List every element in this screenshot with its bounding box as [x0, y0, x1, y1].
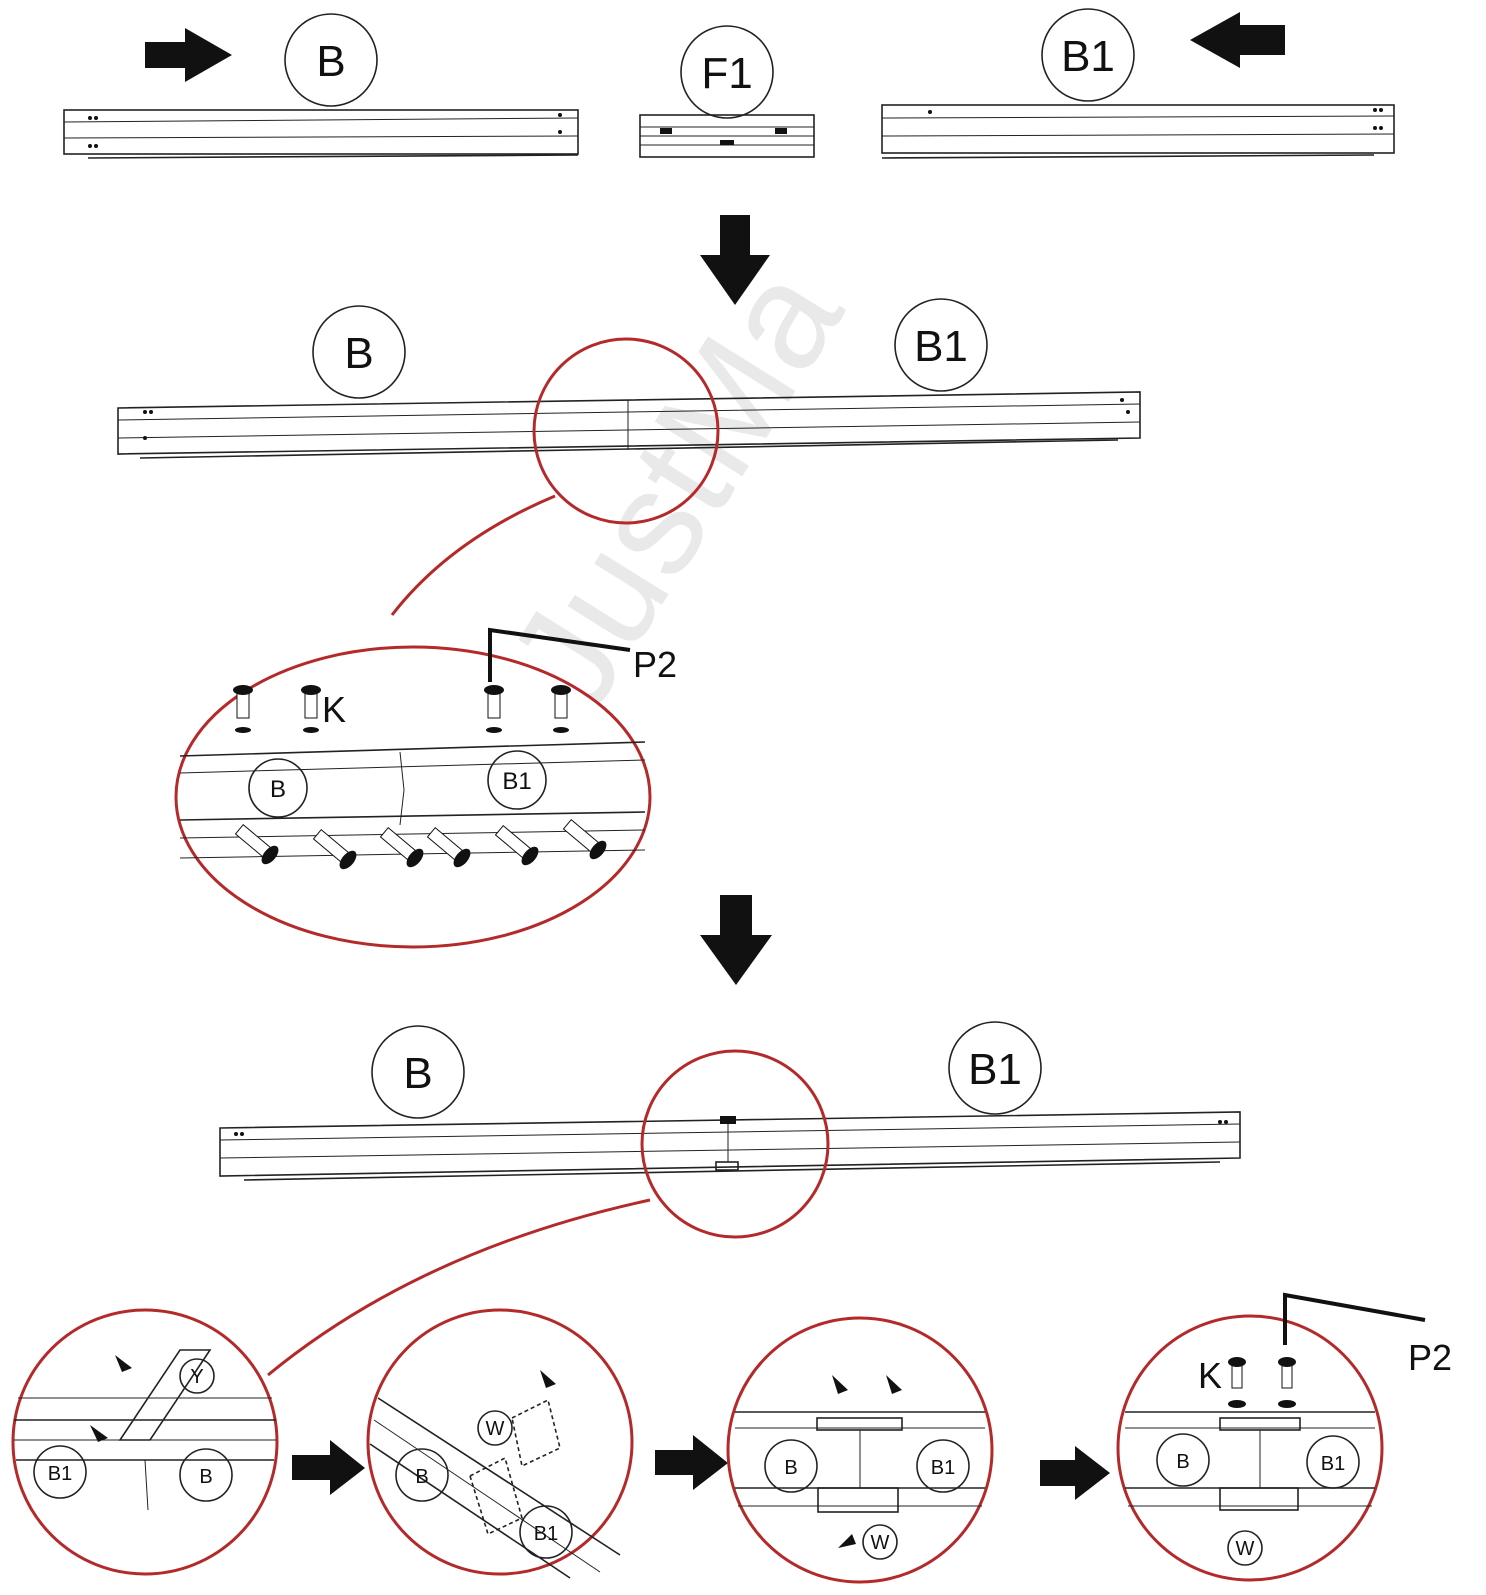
screw-icon [484, 685, 504, 733]
part-label-b1-detail: B1 [502, 768, 531, 795]
arrow-left-icon [1190, 12, 1285, 68]
screw-icon [551, 685, 571, 733]
label-circle-b-3 [371, 1025, 465, 1119]
label-circle-b-2 [312, 305, 406, 399]
screw-icon [234, 823, 279, 865]
detail-screws: P2 K B B1 [174, 627, 677, 949]
part-b1-rail [881, 104, 1395, 159]
small-arrow-icon [838, 1534, 856, 1548]
part-label-b-3: B [403, 1049, 432, 1098]
small-arrow-icon [115, 1355, 132, 1372]
arrow-right-icon [145, 28, 232, 82]
part-label-b1-c: B1 [931, 1457, 955, 1479]
arrow-down-icon [700, 215, 770, 305]
arrow-right-icon [292, 1440, 365, 1495]
step-1: B F1 B1 [63, 8, 1395, 159]
screw-icon [301, 685, 321, 733]
allen-key-icon [488, 627, 631, 682]
part-label-b-d: B [1176, 1451, 1189, 1473]
joined-rail-bracket [219, 1111, 1241, 1181]
part-label-b-b: B [415, 1466, 428, 1488]
part-label-w-b: W [486, 1418, 505, 1440]
part-label-b-a: B [199, 1466, 212, 1488]
part-label-b-2: B [344, 329, 373, 378]
part-label-b: B [316, 37, 345, 86]
part-label-b1-2: B1 [914, 322, 968, 371]
detail-leader-2 [267, 1198, 651, 1377]
tool-label-p2-d: P2 [1408, 1337, 1452, 1378]
label-circle-b-detail [248, 758, 308, 818]
label-circle-f1 [680, 25, 774, 119]
arrow-right-icon [1040, 1446, 1110, 1500]
arrow-right-icon [655, 1435, 728, 1490]
screw-icon [1278, 1357, 1296, 1408]
joined-rail [117, 391, 1141, 459]
screw-icon [426, 826, 471, 868]
washer-icon [1278, 1400, 1296, 1408]
part-label-b1-3: B1 [968, 1045, 1022, 1094]
allen-key-icon [1283, 1292, 1426, 1345]
label-circle-b1-top [1041, 8, 1135, 102]
hardware-label-k-d: K [1198, 1355, 1222, 1396]
part-b-rail [63, 109, 579, 159]
part-label-w-c: W [871, 1532, 890, 1554]
part-label-y: Y [190, 1366, 203, 1388]
label-circle-b1-2 [894, 298, 988, 392]
screw-icon [562, 818, 607, 860]
part-label-b1-b: B1 [534, 1523, 558, 1545]
part-label-f1: F1 [701, 49, 752, 98]
detail-circle-joint [532, 337, 720, 525]
screw-icon [233, 685, 253, 733]
detail-step-position: B B1 W [726, 1316, 994, 1584]
detail-oval [174, 645, 652, 949]
tool-label-p2: P2 [633, 644, 677, 685]
part-label-b1: B1 [1061, 32, 1115, 81]
small-arrow-icon [886, 1375, 902, 1394]
screw-icon [1228, 1357, 1246, 1408]
detail-step-y: Y B1 B [11, 1308, 279, 1576]
label-circle-b1-3 [948, 1021, 1042, 1115]
washer-icon [1228, 1400, 1246, 1408]
detail-circle-bracket [640, 1049, 830, 1239]
arrow-down-icon [700, 895, 772, 985]
screw-icon [379, 826, 424, 868]
screw-icon [494, 824, 539, 866]
small-arrow-icon [832, 1375, 848, 1394]
detail-leader-1 [390, 494, 556, 616]
part-f1-connector [639, 114, 815, 158]
part-label-b1-a: B1 [48, 1463, 72, 1485]
part-label-b1-d: B1 [1321, 1453, 1345, 1475]
label-circle-b1-detail [487, 750, 547, 810]
hardware-label-k: K [322, 689, 346, 730]
detail-step-w-insert: W B B1 [366, 1308, 634, 1579]
step-2: B B1 [117, 298, 1141, 616]
part-label-w-d: W [1236, 1538, 1255, 1560]
small-arrow-icon [90, 1425, 108, 1442]
detail-step-fix: K P2 B B1 W [1116, 1292, 1452, 1582]
part-label-b-detail: B [270, 776, 286, 803]
small-arrow-icon [540, 1370, 556, 1388]
part-label-b-c: B [784, 1457, 797, 1479]
step-3: B B1 [219, 1021, 1241, 1377]
screw-icon [312, 828, 357, 870]
label-circle-b [284, 13, 378, 107]
